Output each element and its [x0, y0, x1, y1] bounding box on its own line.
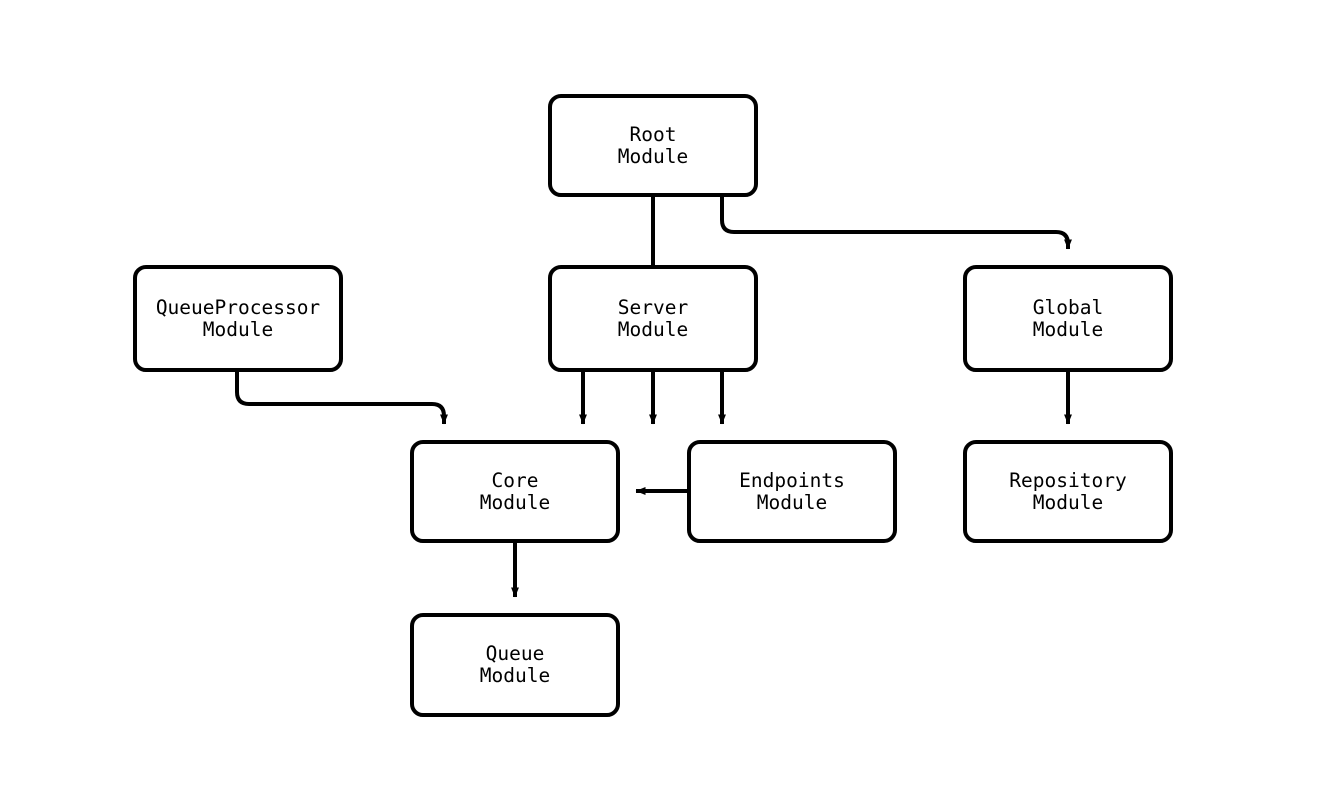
queue-module-node[interactable]: Queue Module	[410, 613, 620, 717]
global-module-label-line2: Module	[1032, 317, 1104, 341]
endpoints-module-label-line2: Module	[756, 490, 828, 514]
queue-module-label-line2: Module	[479, 664, 551, 687]
core-module-label-line2: Module	[479, 490, 551, 514]
endpoints-module-label-line1: Endpoints	[739, 468, 845, 492]
queueprocessor-module-label-line1: QueueProcessor	[155, 295, 321, 319]
repository-module-node[interactable]: Repository Module	[963, 440, 1173, 543]
queueprocessor-module-label-line2: Module	[202, 317, 274, 341]
core-module-node[interactable]: Core Module	[410, 440, 620, 543]
server-module-label-line1: Server	[617, 295, 689, 319]
server-module-node[interactable]: Server Module	[548, 265, 758, 372]
root-module-label-line1: Root	[629, 122, 677, 146]
endpoints-module-node[interactable]: Endpoints Module	[687, 440, 897, 543]
edge-queueprocessor-to-core	[235, 372, 448, 425]
edge-root-to-global	[720, 197, 1072, 250]
global-module-node[interactable]: Global Module	[963, 265, 1173, 372]
repository-module-label-line1: Repository	[1009, 468, 1127, 492]
queue-module-label-line1: Queue	[485, 642, 545, 665]
root-module-label-line2: Module	[617, 144, 689, 168]
queueprocessor-module-node[interactable]: QueueProcessor Module	[133, 265, 343, 372]
server-module-label-line2: Module	[617, 317, 689, 341]
repository-module-label-line2: Module	[1032, 490, 1104, 514]
global-module-label-line1: Global	[1032, 295, 1104, 319]
root-module-node[interactable]: Root Module	[548, 94, 758, 197]
core-module-label-line1: Core	[491, 468, 539, 492]
